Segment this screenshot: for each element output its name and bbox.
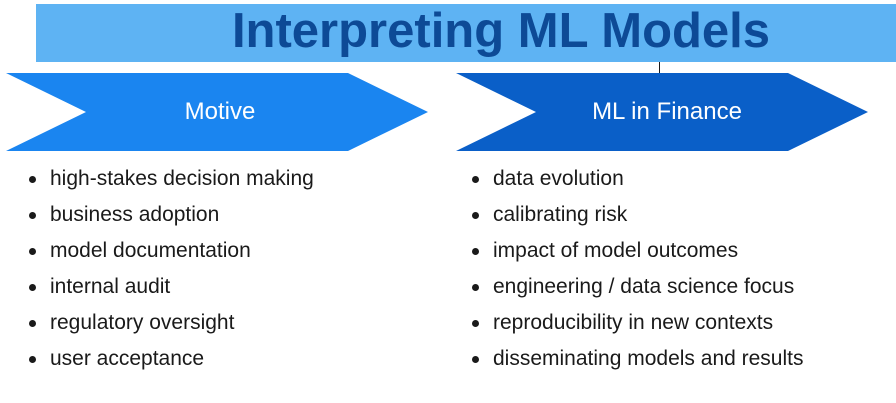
list-item: business adoption <box>26 197 314 233</box>
list-item-text: business adoption <box>50 203 220 226</box>
bullet-icon <box>29 212 36 219</box>
diagram-title: Interpreting ML Models <box>231 4 771 58</box>
bullet-icon <box>472 248 479 255</box>
list-item: calibrating risk <box>469 197 804 233</box>
list-item-text: high-stakes decision making <box>50 167 314 190</box>
list-item: engineering / data science focus <box>469 269 804 305</box>
chevron-ml-in-finance: ML in Finance <box>456 73 868 151</box>
list-item-text: data evolution <box>493 167 624 190</box>
bullet-icon <box>472 356 479 363</box>
list-item: data evolution <box>469 161 804 197</box>
chevron-shape-motive <box>6 73 428 151</box>
chevron-motive: Motive <box>6 73 428 151</box>
list-item-text: user acceptance <box>50 347 205 370</box>
list-item-text: disseminating models and results <box>493 347 804 370</box>
list-item: internal audit <box>26 269 314 305</box>
chevron-label-motive: Motive <box>184 98 256 125</box>
list-item: impact of model outcomes <box>469 233 804 269</box>
list-item-text: calibrating risk <box>493 203 628 226</box>
list-item-text: impact of model outcomes <box>493 239 739 262</box>
chevron-label-ml-in-finance: ML in Finance <box>592 98 742 125</box>
list-item: reproducibility in new contexts <box>469 305 804 341</box>
bullet-icon <box>472 320 479 327</box>
bullet-icon <box>472 284 479 291</box>
list-item: high-stakes decision making <box>26 161 314 197</box>
list-item-text: internal audit <box>50 275 171 298</box>
ml-in-finance-bullet-list: data evolution calibrating risk impact o… <box>469 161 804 377</box>
bullet-icon <box>472 212 479 219</box>
list-item-text: model documentation <box>50 239 251 262</box>
list-item: regulatory oversight <box>26 305 314 341</box>
chevron-shape-ml-in-finance <box>456 73 868 151</box>
list-item-text: engineering / data science focus <box>493 275 795 298</box>
bullet-icon <box>29 284 36 291</box>
list-item: disseminating models and results <box>469 341 804 377</box>
list-item: user acceptance <box>26 341 314 377</box>
list-item: model documentation <box>26 233 314 269</box>
connector-line <box>659 62 660 73</box>
motive-bullet-list: high-stakes decision making business ado… <box>26 161 314 377</box>
bullet-icon <box>29 320 36 327</box>
list-item-text: reproducibility in new contexts <box>493 311 774 334</box>
bullet-icon <box>29 176 36 183</box>
bullet-icon <box>29 356 36 363</box>
bullet-icon <box>29 248 36 255</box>
title-banner: Interpreting ML Models <box>36 4 896 62</box>
bullet-icon <box>472 176 479 183</box>
list-item-text: regulatory oversight <box>50 311 235 334</box>
